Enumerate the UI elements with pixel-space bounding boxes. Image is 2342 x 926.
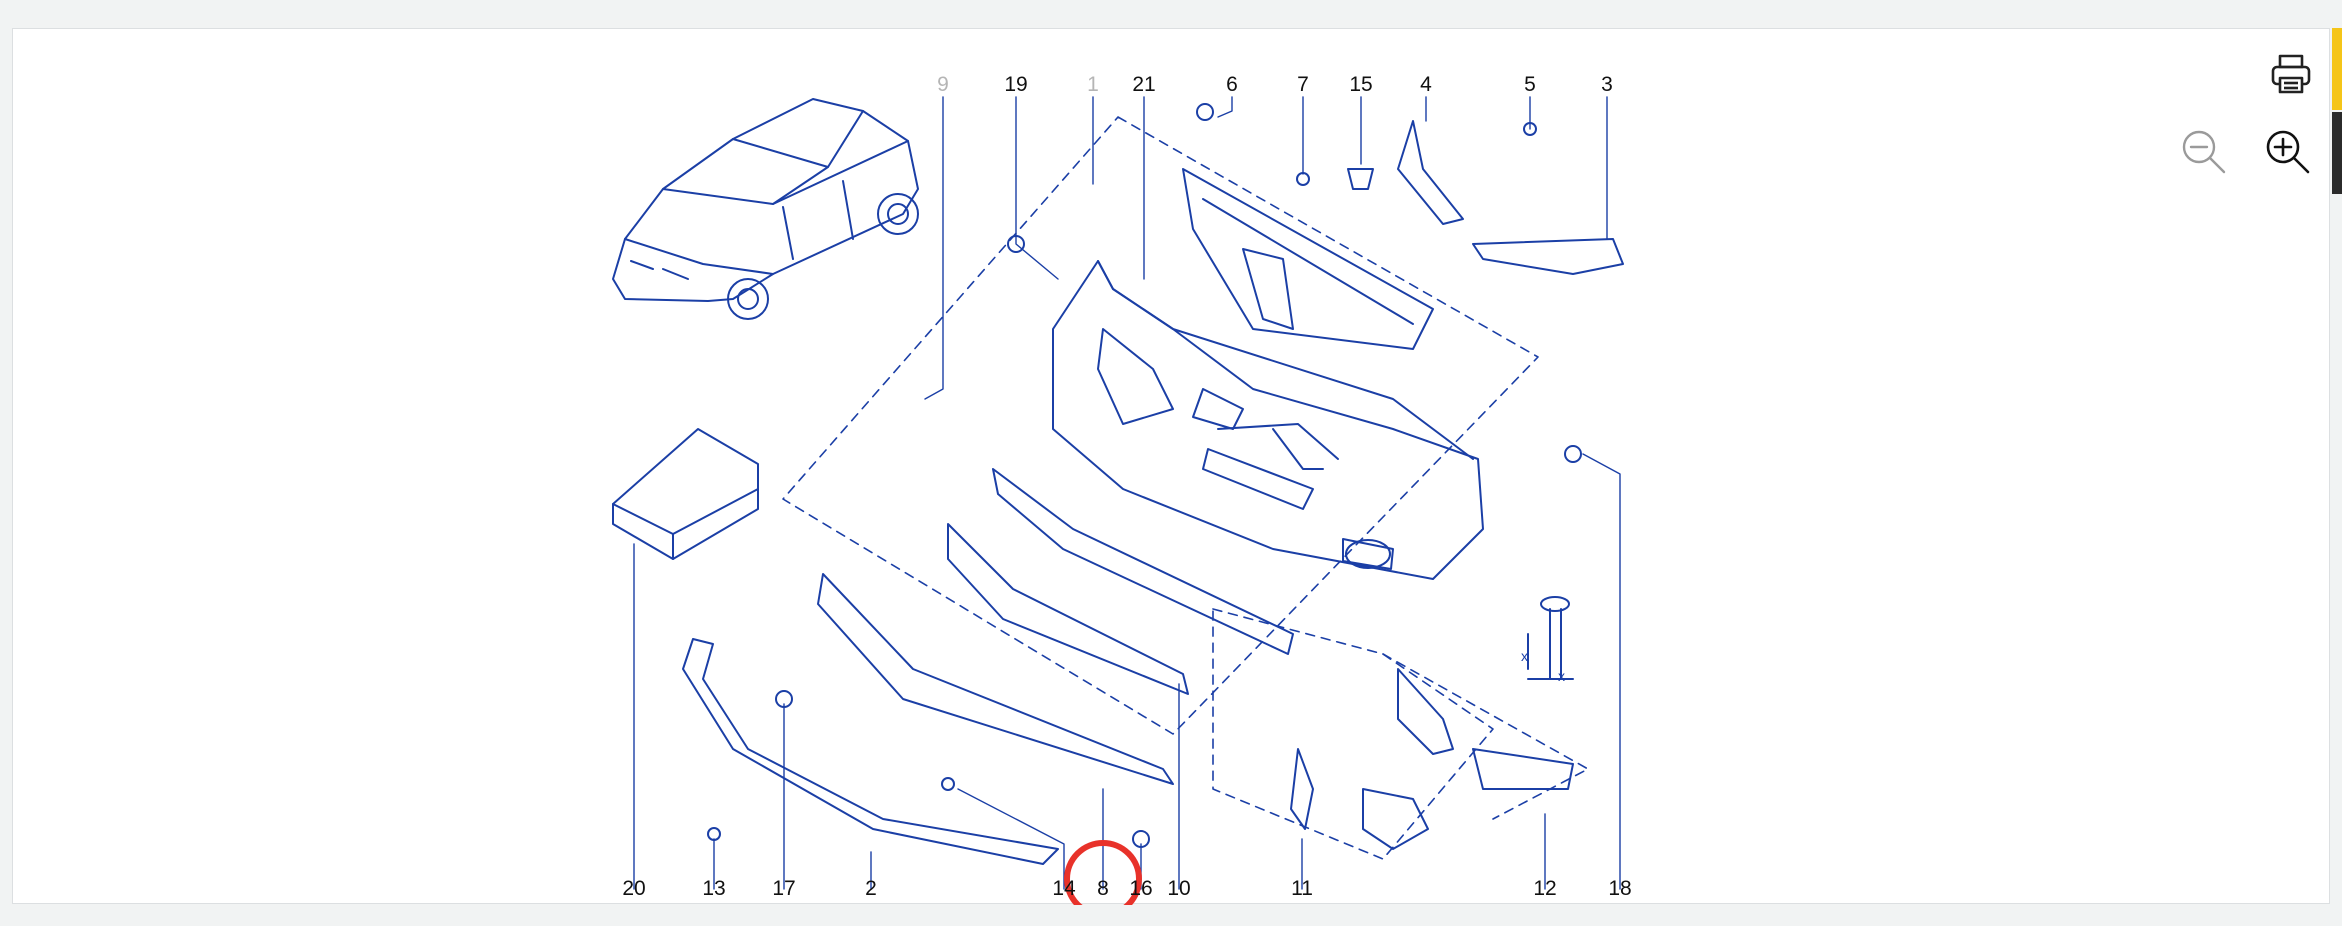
- bumper-cover: [1052, 260, 1484, 580]
- car-illustration: [612, 98, 919, 320]
- side-brackets: [1397, 120, 1624, 275]
- callout-6[interactable]: 6: [1226, 73, 1238, 96]
- upper-beam: [1182, 168, 1434, 350]
- accent-bar-dark: [2332, 112, 2342, 194]
- assembly-outline: [782, 116, 1589, 860]
- callout-11[interactable]: 11: [1291, 877, 1313, 900]
- callout-9[interactable]: 9: [937, 73, 949, 96]
- leader-lines: [633, 96, 1621, 890]
- callout-13[interactable]: 13: [702, 877, 725, 900]
- callout-10[interactable]: 10: [1167, 877, 1190, 900]
- callout-3[interactable]: 3: [1601, 73, 1613, 96]
- callout-4[interactable]: 4: [1420, 73, 1432, 96]
- callout-21[interactable]: 21: [1132, 73, 1155, 96]
- callout-8[interactable]: 8: [1097, 877, 1109, 900]
- callout-7[interactable]: 7: [1297, 73, 1309, 96]
- diagram-viewer: 9 19 1 21 6 7 15 4 5 3 20 13 17 2 14 8 1…: [12, 28, 2330, 905]
- callout-5[interactable]: 5: [1524, 73, 1536, 96]
- callout-14[interactable]: 14: [1052, 877, 1076, 900]
- dimension-label: x: [1521, 648, 1528, 664]
- zoom-in-button[interactable]: [2263, 127, 2313, 177]
- clip-kit-box: [612, 428, 759, 560]
- dimension-label: x: [1558, 668, 1565, 684]
- printer-icon: [2271, 54, 2311, 94]
- callout-19[interactable]: 19: [1004, 73, 1027, 96]
- callout-16[interactable]: 16: [1129, 877, 1152, 900]
- parts-diagram: 9 19 1 21 6 7 15 4 5 3 20 13 17 2 14 8 1…: [612, 73, 1632, 905]
- callout-15[interactable]: 15: [1349, 73, 1372, 96]
- callout-1[interactable]: 1: [1087, 73, 1099, 96]
- callout-20[interactable]: 20: [622, 877, 645, 900]
- zoom-in-icon: [2266, 130, 2310, 174]
- highlight-ring: [1064, 840, 1142, 905]
- callout-labels-bottom: 20 13 17 2 14 8 16 10 11 12 18: [622, 877, 1631, 900]
- lower-grilles: [817, 468, 1294, 785]
- dimension-labels: x x: [1521, 648, 1565, 684]
- zoom-out-icon: [2182, 130, 2226, 174]
- callout-labels-top: 9 19 1 21 6 7 15 4 5 3: [937, 73, 1613, 96]
- screw-detail: [1527, 596, 1574, 680]
- zoom-out-button[interactable]: [2179, 127, 2229, 177]
- callout-17[interactable]: 17: [772, 877, 795, 900]
- callout-18[interactable]: 18: [1608, 877, 1631, 900]
- callout-2[interactable]: 2: [865, 877, 877, 900]
- fasteners: [707, 103, 1582, 848]
- accent-bar-yellow: [2332, 28, 2342, 110]
- fog-frames: [1290, 668, 1574, 850]
- callout-12[interactable]: 12: [1533, 877, 1556, 900]
- lip-strip: [682, 638, 1059, 865]
- print-button[interactable]: [2268, 51, 2314, 97]
